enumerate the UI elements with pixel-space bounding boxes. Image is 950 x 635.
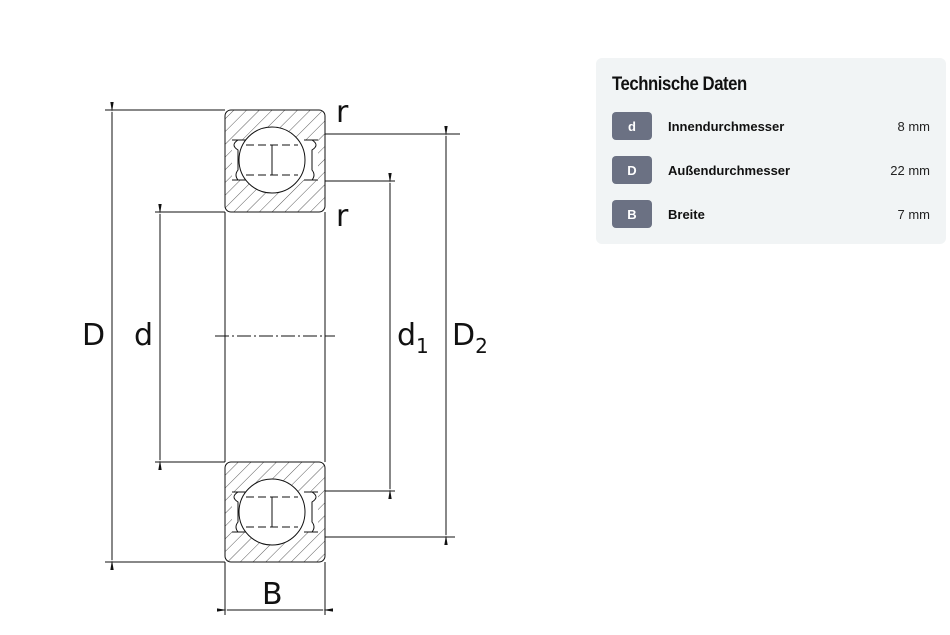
row-value: 7 mm	[897, 206, 931, 222]
row-label: Innendurchmesser	[668, 118, 785, 134]
label-r-bottom: r	[336, 199, 349, 234]
row-value: 8 mm	[897, 118, 931, 134]
label-r-top: r	[336, 95, 349, 130]
row-value: 22 mm	[890, 162, 930, 178]
panel-title: Technische Daten	[612, 74, 747, 95]
label-d1: d1	[397, 318, 429, 358]
bearing-bottom-section	[224, 461, 326, 563]
label-d: d	[134, 318, 153, 353]
data-row: B Breite 7 mm	[612, 200, 930, 228]
label-D: D	[82, 318, 105, 353]
symbol-badge: B	[612, 200, 652, 228]
bearing-top-section	[224, 109, 326, 213]
bearing-drawing: D d d1 D2 r r B	[82, 95, 488, 615]
symbol-badge: d	[612, 112, 652, 140]
data-row: D Außendurchmesser 22 mm	[612, 156, 930, 184]
row-label: Breite	[668, 206, 705, 222]
technical-data-panel: Technische Daten d Innendurchmesser 8 mm…	[596, 58, 946, 244]
label-D2: D2	[452, 318, 488, 358]
row-label: Außendurchmesser	[668, 162, 791, 178]
data-row: d Innendurchmesser 8 mm	[612, 112, 930, 140]
label-B: B	[262, 577, 283, 612]
symbol-badge: D	[612, 156, 652, 184]
